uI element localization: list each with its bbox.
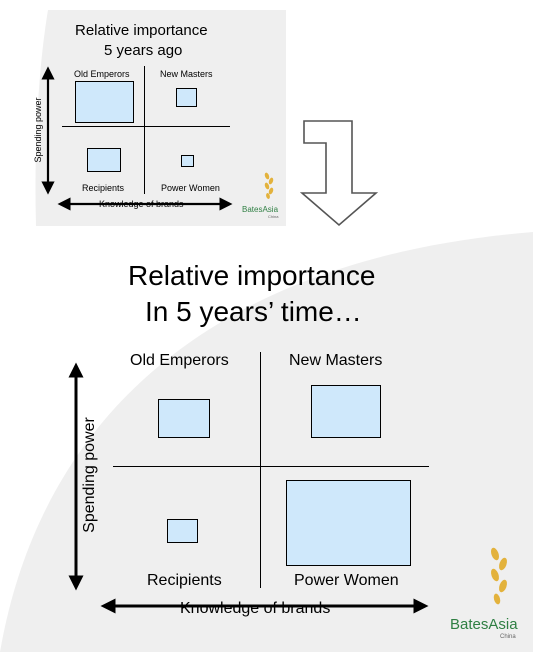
large-logo-subtext: China: [500, 634, 516, 640]
large-title-line2: In 5 years’ time…: [145, 296, 362, 327]
large-x-axis-label: Knowledge of brands: [180, 600, 331, 617]
large-quadrant-new-masters: New Masters: [289, 352, 383, 369]
large-y-axis-label: Spending power: [81, 417, 98, 533]
small-box-recipients: [87, 148, 121, 172]
small-logo-icon: [264, 172, 274, 199]
small-title-line2: 5 years ago: [104, 42, 183, 59]
small-horizontal-divider: [62, 126, 230, 127]
small-box-power-women: [181, 155, 194, 167]
small-quadrant-power-women: Power Women: [161, 183, 220, 193]
large-quadrant-power-women: Power Women: [294, 572, 399, 589]
large-quadrant-old-emperors: Old Emperors: [130, 352, 229, 369]
large-box-old-emperors: [158, 399, 210, 438]
small-vertical-divider: [144, 66, 145, 194]
small-panel-bg: [35, 10, 286, 226]
small-axis-arrows: [41, 66, 233, 211]
small-title-line1: Relative importance: [75, 22, 208, 39]
large-quadrant-recipients: Recipients: [147, 572, 222, 589]
small-x-axis-label: Knowledge of brands: [99, 199, 184, 209]
large-logo-icon: [491, 547, 507, 605]
large-horizontal-divider: [113, 466, 429, 467]
small-logo-subtext: China: [268, 214, 279, 219]
large-box-new-masters: [311, 385, 381, 438]
small-box-old-emperors: [75, 81, 134, 123]
small-quadrant-new-masters: New Masters: [160, 69, 213, 79]
small-quadrant-old-emperors: Old Emperors: [74, 69, 130, 79]
small-box-new-masters: [176, 88, 197, 107]
large-box-power-women: [286, 480, 411, 566]
large-logo-text: BatesAsia: [450, 616, 518, 633]
small-quadrant-recipients: Recipients: [82, 183, 125, 193]
large-title-line1: Relative importance: [128, 260, 376, 291]
large-box-recipients: [167, 519, 198, 543]
small-logo-text: BatesAsia: [242, 205, 279, 214]
bent-down-arrow-icon: [300, 120, 379, 227]
large-vertical-divider: [260, 352, 261, 588]
